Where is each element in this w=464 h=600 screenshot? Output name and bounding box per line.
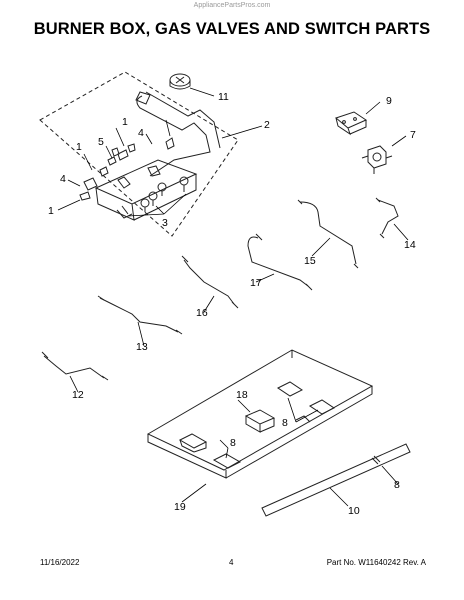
callout-label: 10	[348, 505, 360, 517]
callout-label: 15	[304, 255, 316, 267]
callout-label: 8	[282, 417, 288, 429]
gas-tube-15	[299, 201, 357, 265]
bracket-18	[244, 409, 276, 433]
callout-label: 9	[386, 95, 392, 107]
callout-label: 1	[76, 141, 82, 153]
switch-part	[334, 111, 368, 136]
gas-valve-part	[367, 145, 387, 169]
callout-label: 4	[138, 127, 144, 139]
callout-label: 13	[136, 341, 148, 353]
callout-label: 4	[60, 173, 66, 185]
callout-label: 16	[196, 307, 208, 319]
callout-label: 17	[250, 277, 262, 289]
callout-label: 1	[48, 205, 54, 217]
gas-tube-12	[43, 355, 105, 379]
burner-box-outline	[39, 71, 239, 237]
gas-tube-13	[99, 297, 179, 333]
callout-label: 14	[404, 239, 416, 251]
page-title: BURNER BOX, GAS VALVES AND SWITCH PARTS	[33, 20, 431, 38]
callout-label: 1	[122, 116, 128, 128]
callout-label: 18	[236, 389, 248, 401]
callout-label: 7	[410, 129, 416, 141]
gas-tube-17	[247, 236, 309, 287]
gas-tube-16	[183, 259, 235, 305]
callout-label: 12	[72, 389, 84, 401]
callout-label: 19	[174, 501, 186, 513]
front-trim-rail	[261, 443, 411, 517]
footer-page-number: 4	[229, 558, 234, 567]
footer-date: 11/16/2022	[40, 558, 80, 567]
callout-label: 8	[394, 479, 400, 491]
callout-label: 8	[230, 437, 236, 449]
callout-label: 5	[98, 136, 104, 148]
callout-label: 11	[218, 91, 229, 103]
screw-part	[371, 455, 381, 465]
callout-label: 2	[264, 119, 270, 131]
manifold-tube-part	[136, 91, 221, 177]
callout-label: 3	[162, 217, 168, 229]
valve-bracket-part	[94, 159, 198, 221]
footer-part-number: Part No. W11640242 Rev. A	[326, 558, 426, 567]
gas-tube-14	[377, 199, 399, 235]
watermark: AppliancePartsPros.com	[193, 2, 271, 9]
